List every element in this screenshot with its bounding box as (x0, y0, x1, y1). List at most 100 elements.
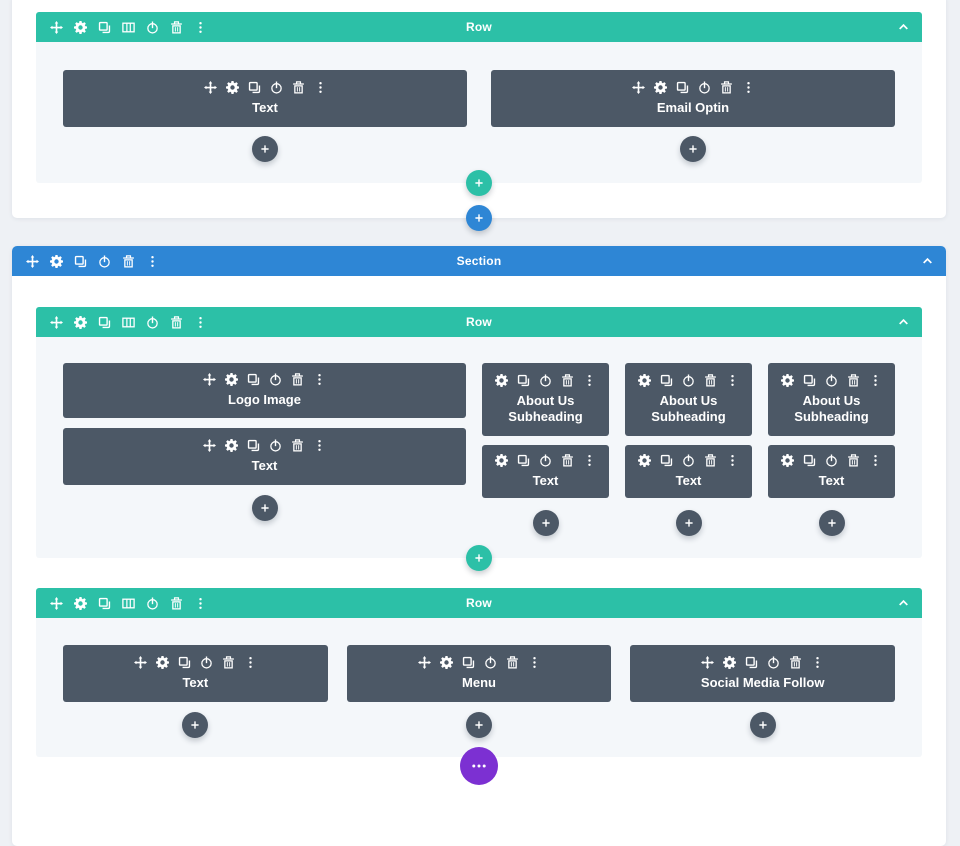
columns-icon[interactable] (122, 597, 135, 610)
page-settings-button[interactable] (460, 747, 498, 785)
dots-icon[interactable] (583, 374, 596, 387)
row-header[interactable]: Row (36, 307, 922, 337)
module-text[interactable]: Text (768, 445, 895, 498)
power-icon[interactable] (98, 255, 111, 268)
trash-icon[interactable] (292, 81, 305, 94)
insert-module-button[interactable] (749, 712, 776, 738)
dots-icon[interactable] (869, 374, 882, 387)
power-icon[interactable] (270, 81, 283, 94)
trash-icon[interactable] (561, 454, 574, 467)
power-icon[interactable] (825, 454, 838, 467)
power-icon[interactable] (682, 454, 695, 467)
section-header[interactable]: Section (12, 246, 946, 276)
insert-module-button[interactable] (252, 136, 278, 162)
dots-icon[interactable] (742, 81, 755, 94)
move-icon[interactable] (632, 81, 645, 94)
power-icon[interactable] (146, 597, 159, 610)
power-icon[interactable] (146, 316, 159, 329)
power-icon[interactable] (269, 373, 282, 386)
gear-icon[interactable] (74, 597, 87, 610)
move-icon[interactable] (203, 439, 216, 452)
duplicate-icon[interactable] (660, 454, 673, 467)
power-icon[interactable] (539, 374, 552, 387)
move-icon[interactable] (701, 656, 714, 669)
dots-icon[interactable] (194, 316, 207, 329)
insert-module-button[interactable] (251, 495, 278, 521)
dots-icon[interactable] (146, 255, 159, 268)
module-text[interactable]: Text (625, 445, 752, 498)
trash-icon[interactable] (122, 255, 135, 268)
duplicate-icon[interactable] (74, 255, 87, 268)
power-icon[interactable] (767, 656, 780, 669)
duplicate-icon[interactable] (98, 316, 111, 329)
move-icon[interactable] (203, 373, 216, 386)
gear-icon[interactable] (156, 656, 169, 669)
duplicate-icon[interactable] (803, 454, 816, 467)
module-text[interactable]: Text (63, 645, 328, 702)
gear-icon[interactable] (638, 374, 651, 387)
duplicate-icon[interactable] (517, 374, 530, 387)
insert-module-button[interactable] (675, 510, 702, 536)
module-email-optin[interactable]: Email Optin (491, 70, 895, 127)
power-icon[interactable] (146, 21, 159, 34)
module-text[interactable]: Text (482, 445, 609, 498)
chevron-up-icon[interactable] (921, 255, 934, 268)
dots-icon[interactable] (869, 454, 882, 467)
chevron-up-icon[interactable] (897, 21, 910, 34)
gear-icon[interactable] (781, 374, 794, 387)
trash-icon[interactable] (847, 454, 860, 467)
trash-icon[interactable] (170, 597, 183, 610)
trash-icon[interactable] (847, 374, 860, 387)
insert-module-button[interactable] (466, 712, 492, 738)
insert-module-button[interactable] (532, 510, 559, 536)
power-icon[interactable] (825, 374, 838, 387)
gear-icon[interactable] (225, 373, 238, 386)
power-icon[interactable] (682, 374, 695, 387)
dots-icon[interactable] (528, 656, 541, 669)
gear-icon[interactable] (225, 439, 238, 452)
trash-icon[interactable] (170, 316, 183, 329)
gear-icon[interactable] (74, 21, 87, 34)
gear-icon[interactable] (781, 454, 794, 467)
module-menu[interactable]: Menu (346, 645, 612, 702)
duplicate-icon[interactable] (98, 597, 111, 610)
move-icon[interactable] (50, 21, 63, 34)
power-icon[interactable] (539, 454, 552, 467)
trash-icon[interactable] (291, 373, 304, 386)
gear-icon[interactable] (495, 374, 508, 387)
dots-icon[interactable] (726, 374, 739, 387)
duplicate-icon[interactable] (247, 439, 260, 452)
chevron-up-icon[interactable] (897, 316, 910, 329)
duplicate-icon[interactable] (745, 656, 758, 669)
insert-row-button[interactable] (466, 170, 492, 196)
duplicate-icon[interactable] (803, 374, 816, 387)
trash-icon[interactable] (506, 656, 519, 669)
dots-icon[interactable] (583, 454, 596, 467)
move-icon[interactable] (134, 656, 147, 669)
gear-icon[interactable] (495, 454, 508, 467)
move-icon[interactable] (50, 316, 63, 329)
insert-module-button[interactable] (182, 712, 209, 738)
trash-icon[interactable] (704, 374, 717, 387)
insert-section-button[interactable] (466, 205, 492, 231)
gear-icon[interactable] (638, 454, 651, 467)
move-icon[interactable] (26, 255, 39, 268)
power-icon[interactable] (484, 656, 497, 669)
gear-icon[interactable] (50, 255, 63, 268)
gear-icon[interactable] (74, 316, 87, 329)
columns-icon[interactable] (122, 21, 135, 34)
duplicate-icon[interactable] (660, 374, 673, 387)
module-text[interactable]: Text (63, 70, 467, 127)
power-icon[interactable] (200, 656, 213, 669)
trash-icon[interactable] (789, 656, 802, 669)
duplicate-icon[interactable] (247, 373, 260, 386)
duplicate-icon[interactable] (248, 81, 261, 94)
gear-icon[interactable] (723, 656, 736, 669)
dots-icon[interactable] (726, 454, 739, 467)
dots-icon[interactable] (811, 656, 824, 669)
module-logo-image[interactable]: Logo Image (63, 363, 466, 418)
duplicate-icon[interactable] (517, 454, 530, 467)
move-icon[interactable] (50, 597, 63, 610)
dots-icon[interactable] (194, 21, 207, 34)
trash-icon[interactable] (720, 81, 733, 94)
